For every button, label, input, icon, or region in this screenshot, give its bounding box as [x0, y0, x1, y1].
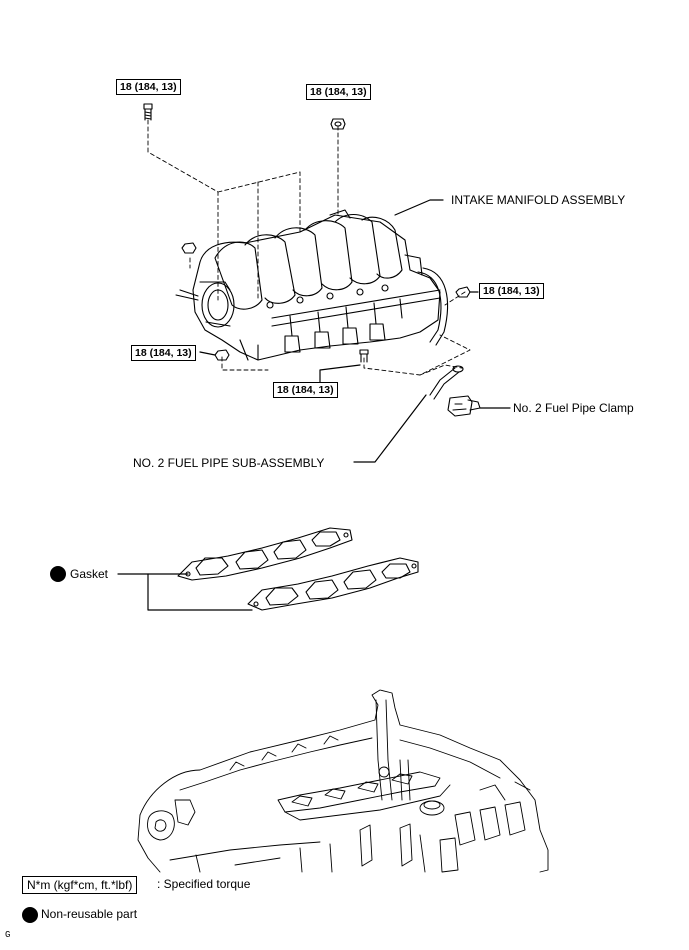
engine-block-drawing — [137, 689, 549, 873]
label-gasket: Gasket — [70, 567, 109, 581]
assembly-dashed-lines — [147, 119, 471, 376]
legend-non-reusable: Non-reusable part — [41, 907, 138, 921]
fuel-pipe-drawing — [429, 365, 464, 400]
non-reusable-dot-icon — [50, 566, 66, 582]
label-fuel-pipe-clamp: No. 2 Fuel Pipe Clamp — [513, 401, 634, 415]
torque-callout-bottom: 18 (184, 13) — [273, 382, 338, 398]
intake-manifold-drawing — [175, 209, 449, 361]
torque-callout-right: 18 (184, 13) — [479, 283, 544, 299]
corner-mark: G — [5, 930, 11, 940]
fuel-pipe-clamp-drawing — [447, 395, 481, 417]
gasket-upper — [177, 527, 353, 581]
legend-torque-desc: : Specified torque — [157, 877, 251, 891]
legend-non-reusable-dot-icon — [22, 907, 38, 923]
label-intake-manifold: INTAKE MANIFOLD ASSEMBLY — [451, 193, 626, 207]
label-fuel-pipe-sub-assembly: NO. 2 FUEL PIPE SUB-ASSEMBLY — [133, 456, 325, 470]
legend-torque-unit: N*m (kgf*cm, ft.*lbf) — [22, 876, 138, 894]
leader-lines — [117, 199, 511, 611]
bolt-icon — [143, 103, 153, 121]
torque-callout-top-center: 18 (184, 13) — [306, 84, 371, 100]
torque-callout-left: 18 (184, 13) — [131, 345, 196, 361]
nut-icon — [330, 118, 346, 130]
nut-icon — [455, 286, 471, 298]
torque-callout-top-left: 18 (184, 13) — [116, 79, 181, 95]
bolt-icon — [359, 349, 369, 363]
nut-icon — [181, 242, 197, 254]
gasket-lower — [247, 557, 419, 611]
